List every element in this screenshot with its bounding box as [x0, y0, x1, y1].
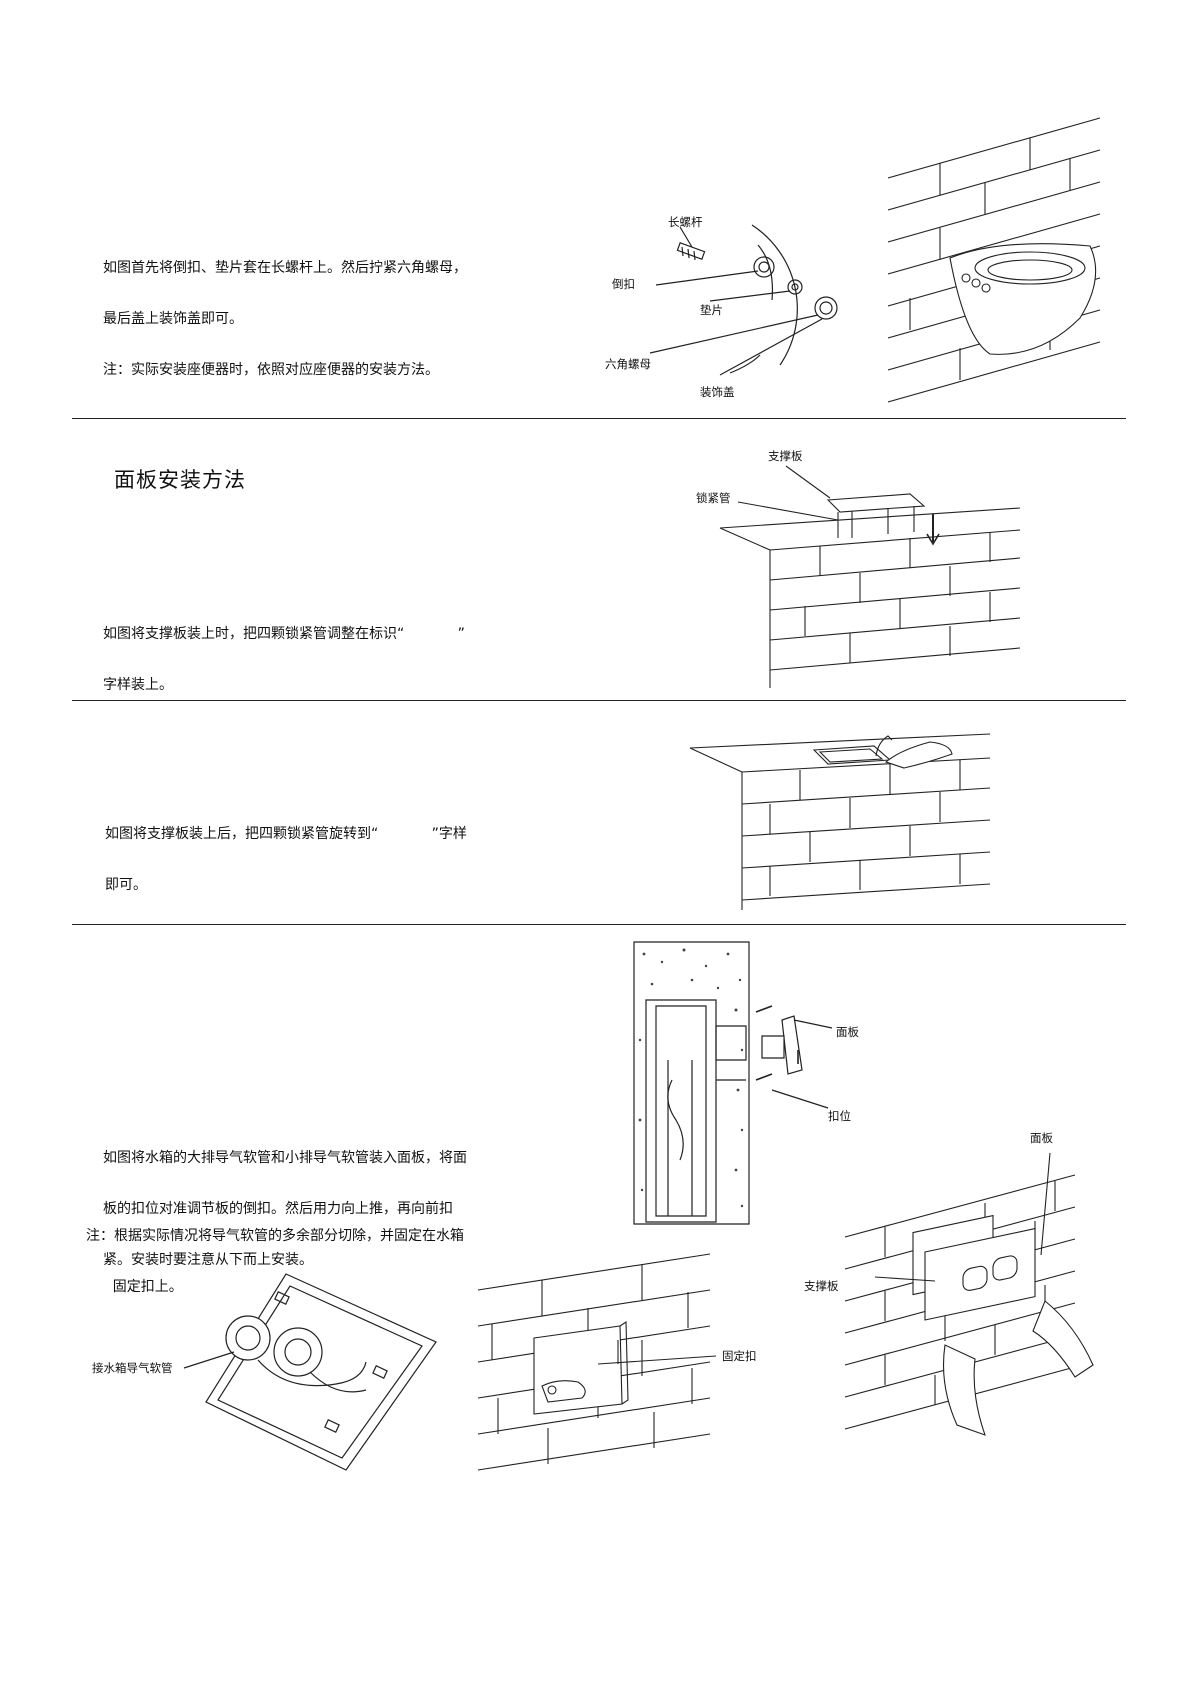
section2-line-1: 如图将支撑板装上时，把四颗锁紧管调整在标识“ ” — [103, 626, 465, 642]
wall-hung-toilet-diagram — [880, 118, 1110, 408]
label-lock-tube: 锁紧管 — [696, 491, 731, 505]
section3-line-1: 如图将支撑板装上后，把四颗锁紧管旋转到“ ”字样 — [105, 826, 467, 842]
section4-line-2: 板的扣位对准调节板的倒扣。然后用力向上推，再向前扣 — [103, 1201, 453, 1217]
section4-note: 注：根据实际情况将导气软管的多余部分切除，并固定在水箱 固定扣上。 — [86, 1194, 464, 1330]
divider-2 — [72, 700, 1126, 701]
label-tank-air-hose: 接水箱导气软管 — [92, 1361, 173, 1375]
panel-back-diagram — [186, 1272, 446, 1472]
section4-note-line-2: 固定扣上。 — [86, 1279, 183, 1295]
label-panel-right: 面板 — [1030, 1131, 1053, 1145]
label-clip-position: 扣位 — [828, 1109, 851, 1123]
section4-line-3: 紧。安装时要注意从下而上安装。 — [103, 1252, 313, 1268]
section3-text: 如图将支撑板装上后，把四颗锁紧管旋转到“ ”字样 即可。 — [105, 792, 467, 928]
section1-line-1: 如图首先将倒扣、垫片套在长螺杆上。然后拧紧六角螺母， — [103, 260, 467, 276]
divider-1 — [72, 418, 1126, 419]
section4-note-line-1: 注：根据实际情况将导气软管的多余部分切除，并固定在水箱 — [86, 1228, 464, 1244]
panel-fitting-diagram — [845, 1145, 1110, 1450]
section1-line-3: 注：实际安装座便器时，依照对应座便器的安装方法。 — [103, 362, 439, 378]
section4-line-1: 如图将水箱的大排导气软管和小排导气软管装入面板，将面 — [103, 1150, 467, 1166]
fixing-clip-diagram — [478, 1252, 720, 1472]
section4-text: 如图将水箱的大排导气软管和小排导气软管装入面板，将面 板的扣位对准调节板的倒扣。… — [103, 1116, 467, 1303]
tank-cross-section-diagram — [632, 940, 852, 1230]
label-panel: 面板 — [836, 1025, 859, 1039]
section3-line-2: 即可。 — [105, 877, 147, 893]
label-washer: 垫片 — [700, 303, 723, 317]
divider-3 — [72, 924, 1126, 925]
panel-installation-title: 面板安装方法 — [114, 468, 246, 492]
label-long-bolt: 长螺杆 — [668, 215, 703, 229]
bolt-assembly-diagram — [600, 205, 870, 405]
section2-text: 如图将支撑板装上时，把四颗锁紧管调整在标识“ ” 字样装上。 — [103, 592, 465, 728]
label-support-plate-right: 支撑板 — [804, 1279, 839, 1293]
label-support-plate: 支撑板 — [768, 449, 803, 463]
label-reverse-buckle: 倒扣 — [612, 277, 635, 291]
section1-text: 如图首先将倒扣、垫片套在长螺杆上。然后拧紧六角螺母， 最后盖上装饰盖即可。 注：… — [103, 226, 467, 413]
section2-line-2: 字样装上。 — [103, 677, 173, 693]
lock-tube-rotation-diagram — [690, 720, 1000, 915]
support-plate-diagram — [710, 458, 1030, 688]
label-decorative-cap: 装饰盖 — [700, 385, 735, 399]
label-hex-nut: 六角螺母 — [605, 357, 651, 371]
label-fixing-clip: 固定扣 — [722, 1349, 757, 1363]
section1-line-2: 最后盖上装饰盖即可。 — [103, 311, 243, 327]
